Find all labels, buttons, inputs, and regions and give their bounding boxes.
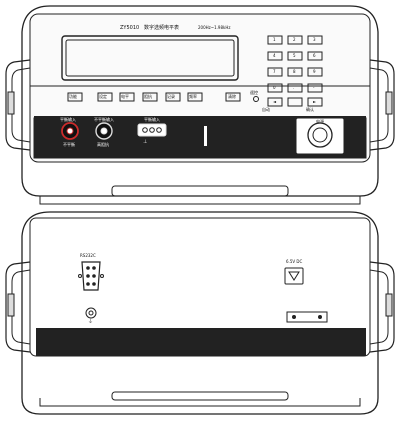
front-panel [5,5,395,205]
ground-symbol-rear: ⏚ [88,319,94,325]
key-confirm[interactable]: 确认 [306,107,314,112]
dc-label: 6.5V DC [286,259,303,264]
power-label: 电源 [316,119,324,124]
key-right-arrow-icon[interactable]: ► [313,99,317,104]
rs232-label: RS232C [80,253,96,258]
remote-label: 遥控 [250,90,258,95]
input-label-1-sub: 不平衡 [63,142,75,147]
key-auto[interactable]: 自动 [262,107,270,112]
key-3[interactable]: 3 [313,37,316,42]
key-7[interactable]: 7 [273,69,276,74]
front-title-model: ZY5010 [120,25,140,31]
key-1[interactable]: 1 [273,37,276,42]
input-label-2-sub: 高阻抗 [97,142,109,147]
key-2[interactable]: 2 [293,37,296,42]
ground-symbol-front: ⊥ [143,139,148,145]
keypad[interactable] [267,35,323,107]
front-title-range: 200Hz~1.98kHz [198,25,231,30]
key-dot[interactable]: . [293,85,295,90]
key-5[interactable]: 5 [293,53,296,58]
input-label-2: 不平衡输入 [94,117,114,122]
function-button-5[interactable]: 记录 [167,94,175,99]
key-9[interactable]: 9 [313,69,316,74]
function-button-3[interactable]: 电平 [121,94,129,99]
function-button-1[interactable]: 功能 [69,94,77,99]
key-8[interactable]: 8 [293,69,296,74]
input-label-3: 平衡输入 [144,117,160,122]
front-title-name: 数字选频电平表 [144,25,180,31]
key-0[interactable]: 0 [273,85,276,90]
clear-button[interactable]: 清除 [228,94,236,99]
input-label-1: 平衡输入 [60,117,76,122]
key-left-arrow-icon[interactable]: ◄ [273,99,277,104]
function-button-2[interactable]: 设定 [99,94,107,99]
function-button-4[interactable]: 阻抗 [144,94,152,99]
rear-panel [5,211,395,415]
key-4[interactable]: 4 [273,53,276,58]
key-minus[interactable]: - [313,85,315,90]
function-button-6[interactable]: 频率 [189,94,197,99]
key-6[interactable]: 6 [313,53,316,58]
